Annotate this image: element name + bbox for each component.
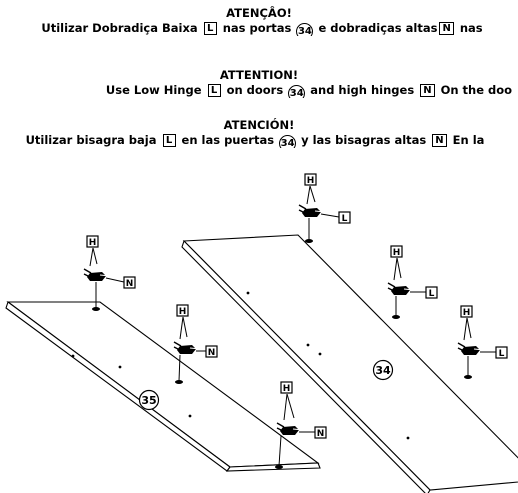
hinge-icon	[83, 268, 111, 282]
notice-text-part: on doors	[226, 83, 284, 97]
part-number-circle	[372, 359, 394, 381]
notice-text: Use Low Hinge L on doors 34 and high hin…	[106, 83, 512, 98]
hinge-callout: H L	[387, 245, 438, 319]
notice-text-part: and high hinges	[310, 83, 415, 97]
part-number-circle: 34	[279, 135, 297, 148]
notice-text: Utilizar Dobradiça Baixa L nas portas 34…	[41, 21, 483, 36]
screw-hole	[118, 365, 122, 369]
hinge-icon	[457, 342, 485, 356]
hinge-label-h: H	[89, 238, 97, 248]
notice-english: ATTENTION! Use Low Hinge L on doors 34 a…	[0, 68, 518, 98]
notice-portuguese: ATENÇÂO! Utilizar Dobradiça Baixa L nas …	[0, 6, 518, 36]
notice-text-part: nas	[459, 21, 483, 35]
screw-hole	[406, 436, 410, 440]
screw-hole	[318, 352, 322, 356]
notice-text-part: y las bisagras altas	[301, 133, 427, 147]
hinge-label-h: H	[463, 308, 471, 318]
hinge-callout: H N	[173, 304, 218, 384]
screw-hole	[188, 414, 192, 418]
hinge-code-box: N	[432, 134, 447, 147]
hinge-icon	[173, 341, 201, 355]
hinge-code-box: L	[207, 84, 221, 97]
notice-heading: ATENCIÓN!	[223, 118, 295, 132]
part-number-circle: 34	[296, 23, 314, 36]
hinge-callout: H N	[275, 381, 327, 469]
notice-text-part: Utilizar Dobradiça Baixa	[41, 21, 198, 35]
hinge-code-box: L	[162, 134, 176, 147]
hinge-label-n: N	[317, 429, 325, 439]
notice-heading: ATENÇÂO!	[226, 6, 292, 20]
hinge-callout: H L	[457, 305, 508, 379]
screw-hole	[306, 343, 310, 347]
hinge-label-l: L	[499, 349, 505, 359]
hinge-label-l: L	[429, 289, 435, 299]
notice-heading: ATTENTION!	[219, 68, 299, 82]
notice-text: Utilizar bisagra baja L en las puertas 3…	[25, 133, 485, 148]
hinge-code-box: N	[420, 84, 435, 97]
hinge-label-h: H	[393, 248, 401, 258]
notice-text-part: nas portas	[222, 21, 292, 35]
hinge-icon	[387, 282, 415, 296]
screw-hole	[246, 291, 250, 295]
notice-text-part: En la	[452, 133, 485, 147]
door-panel-35: 35	[5, 301, 321, 472]
hinge-label-h: H	[283, 384, 291, 394]
hinge-code-box: N	[439, 22, 454, 35]
hinge-code-box: L	[203, 22, 217, 35]
door-panel-34: 34	[181, 234, 518, 493]
part-number-circle: 34	[288, 85, 306, 98]
notice-text-part: Use Low Hinge	[105, 83, 202, 97]
hinge-label-n: N	[208, 348, 216, 358]
door-number-35: 35	[141, 394, 156, 407]
door-number-34: 34	[375, 364, 391, 377]
notice-text-part: Utilizar bisagra baja	[25, 133, 157, 147]
hinge-label-h: H	[179, 307, 187, 317]
hinge-label-h: H	[307, 176, 315, 186]
part-number-circle	[138, 389, 160, 411]
hinge-label-n: N	[126, 279, 134, 289]
hinge-icon	[298, 204, 326, 218]
hinge-icon	[276, 422, 304, 436]
hinge-callout: H N	[83, 235, 136, 311]
hinge-label-l: L	[342, 214, 348, 224]
notice-text-part: On the doo	[440, 83, 513, 97]
screw-hole	[71, 354, 75, 358]
hinge-callout: H L	[298, 173, 351, 243]
notice-text-part: en las puertas	[181, 133, 275, 147]
notice-text-part: e dobradiças altas	[318, 21, 438, 35]
notice-spanish: ATENCIÓN! Utilizar bisagra baja L en las…	[0, 118, 518, 148]
